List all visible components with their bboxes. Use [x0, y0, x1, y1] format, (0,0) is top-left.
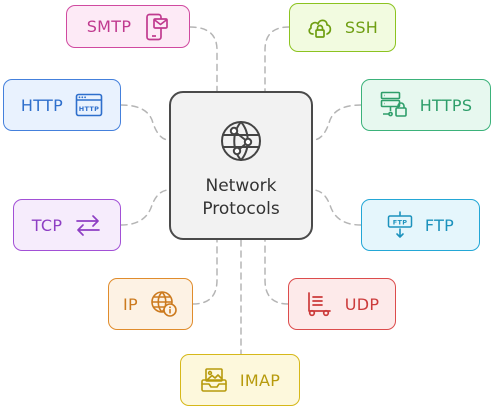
- node-udp-label: UDP: [344, 294, 380, 314]
- node-http-label: HTTP: [20, 95, 64, 115]
- node-imap-label: IMAP: [239, 370, 281, 390]
- node-http[interactable]: HTTP HTTP: [3, 79, 121, 131]
- svg-text:HTTP: HTTP: [79, 105, 99, 113]
- swap-arrows-icon: [76, 215, 101, 236]
- node-ssh-label: SSH: [344, 18, 379, 37]
- node-ftp-label: FTP: [424, 215, 455, 235]
- central-node-line-1: Network: [205, 176, 277, 196]
- hand-truck-icon: [307, 292, 331, 317]
- http-window-icon: HTTP: [75, 93, 103, 117]
- globe-network-icon: [221, 121, 261, 161]
- connector-tcp: [120, 189, 170, 226]
- node-ftp[interactable]: FTP FTP: [361, 199, 480, 251]
- node-udp[interactable]: UDP: [288, 278, 396, 330]
- connector-smtp: [189, 26, 218, 92]
- node-ip-label: IP: [123, 294, 138, 314]
- node-smtp-label: SMTP: [86, 17, 132, 36]
- central-node-line-2: Protocols: [202, 199, 280, 219]
- server-lock-icon: [380, 91, 407, 117]
- node-imap[interactable]: IMAP: [180, 354, 300, 406]
- node-https-label: HTTPS: [419, 95, 473, 115]
- connector-udp: [264, 239, 289, 305]
- node-tcp-label: TCP: [31, 215, 63, 235]
- node-ssh[interactable]: SSH: [289, 3, 396, 52]
- node-smtp[interactable]: SMTP: [66, 5, 190, 48]
- smartphone-mail-icon: [146, 13, 169, 40]
- node-tcp[interactable]: TCP: [13, 199, 121, 251]
- connector-http: [120, 104, 170, 141]
- node-https[interactable]: HTTPS: [361, 79, 491, 131]
- svg-text:FTP: FTP: [393, 219, 408, 227]
- central-node[interactable]: Network Protocols: [169, 91, 313, 240]
- connector-ssh: [264, 26, 290, 92]
- inbox-image-icon: [201, 368, 227, 392]
- central-node-label: Network Protocols: [202, 175, 279, 221]
- node-ip[interactable]: IP: [108, 278, 193, 330]
- ftp-transfer-icon: FTP: [387, 211, 413, 238]
- connector-ftp: [312, 189, 362, 226]
- cloud-lock-icon: [308, 19, 332, 38]
- connector-https: [312, 104, 362, 141]
- connector-ip: [192, 239, 218, 305]
- globe-info-icon: [151, 291, 177, 317]
